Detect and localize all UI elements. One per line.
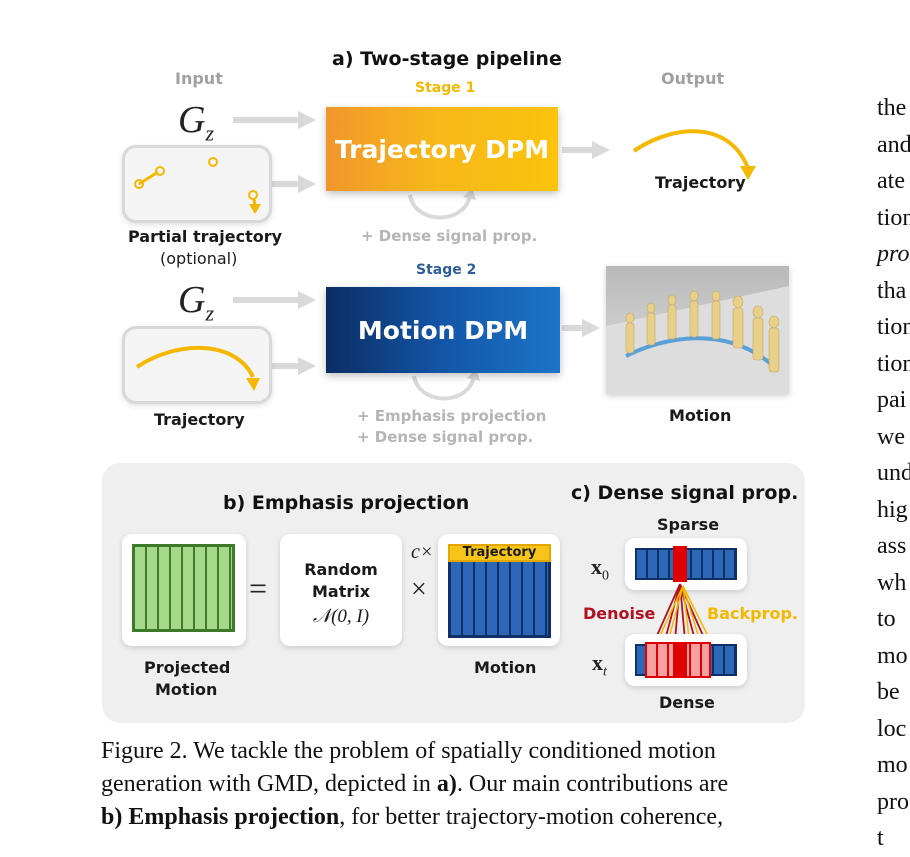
right-column-line: and	[877, 131, 910, 158]
sparse-card	[625, 538, 747, 590]
caption-line-3: b) Emphasis projection, for better traje…	[101, 804, 724, 830]
motion-figures	[606, 286, 789, 394]
arrow-gz2-to-motion-dpm	[233, 291, 316, 309]
right-column-line: t	[877, 825, 884, 851]
random-matrix-label-1: Random	[304, 560, 378, 579]
right-column-line: wh	[877, 569, 907, 596]
sparse-label: Sparse	[657, 515, 720, 534]
caption-line-2: generation with GMD, depicted in a). Our…	[101, 771, 729, 797]
right-column-line: ate	[877, 168, 905, 194]
output-trajectory-curve	[632, 129, 750, 169]
projected-motion-matrix	[132, 544, 235, 632]
motion-label-b: Motion	[474, 658, 537, 677]
trajectory-input-curve	[135, 345, 260, 391]
motion-output-image	[606, 266, 789, 394]
arrow-trajectory-dpm-to-output	[562, 141, 610, 159]
backprop-label: Backprop.	[707, 604, 798, 623]
right-column-line: pai	[877, 387, 907, 413]
right-column-line: we	[877, 423, 905, 450]
dense-signal-note-1: + Dense signal prop.	[361, 227, 538, 245]
dense-center	[673, 642, 687, 678]
motion-dpm-block: Motion DPM	[326, 287, 560, 373]
right-column-line: ass	[877, 533, 907, 559]
trajectory-output-label: Trajectory	[655, 173, 746, 192]
normal-distribution: 𝒩(0, I)	[312, 606, 370, 627]
figure-c-title: c) Dense signal prop.	[571, 482, 799, 504]
right-column-text: the and ate tion pro tha tion tion pai we und hig as…	[877, 90, 910, 857]
dense-label: Dense	[659, 693, 715, 712]
dense-signal-note-2: + Dense signal prop.	[357, 428, 534, 446]
output-label: Output	[661, 69, 725, 88]
right-column-line: tion	[877, 350, 910, 377]
motion-dpm-label: Motion DPM	[357, 315, 529, 345]
arrow-trajectory-to-motion-dpm	[272, 357, 316, 375]
stage1-label: Stage 1	[415, 80, 476, 96]
partial-trajectory-box	[122, 145, 272, 223]
projected-motion-card	[122, 534, 246, 646]
right-column-line: pro	[877, 241, 910, 267]
right-column-line: mo	[877, 752, 908, 778]
arrow-partial-to-trajectory-dpm	[272, 175, 316, 193]
projected-motion-label-2: Motion	[155, 680, 218, 699]
right-column-line: tion	[877, 314, 910, 340]
dense-card	[625, 634, 747, 686]
stage2-label: Stage 2	[416, 262, 477, 278]
sparse-highlight	[673, 546, 687, 582]
c-times-label: c×	[411, 541, 434, 563]
right-column-line: to	[877, 606, 896, 632]
random-matrix-card: Random Matrix 𝒩(0, I)	[280, 534, 402, 646]
right-column-line: be	[877, 679, 900, 705]
denoise-label: Denoise	[583, 604, 656, 623]
motion-matrix-card: Trajectory	[438, 534, 560, 646]
caption-line-1: Figure 2. We tackle the problem of spati…	[101, 738, 716, 764]
loop-arrow-2	[412, 375, 476, 401]
gz-symbol-2: Gz	[178, 279, 215, 326]
xt-label: xt	[592, 650, 607, 680]
projected-motion-label-1: Projected	[144, 658, 231, 677]
times-sign: ×	[411, 574, 427, 605]
right-column-line: pro	[877, 788, 909, 815]
figure-b-title: b) Emphasis projection	[223, 492, 470, 514]
right-column-line: hig	[877, 496, 908, 523]
right-column-line: tion	[877, 204, 910, 231]
arrow-motion-dpm-to-output	[562, 319, 600, 337]
partial-trajectory-label: Partial trajectory	[128, 227, 283, 246]
right-column-line: loc	[877, 715, 907, 742]
random-matrix-label-2: Matrix	[311, 582, 371, 601]
partial-trajectory-markers	[134, 157, 261, 214]
trajectory-dpm-block: Trajectory DPM	[326, 107, 558, 191]
equals-sign: =	[249, 570, 268, 606]
emphasis-projection-note: + Emphasis projection	[357, 407, 547, 425]
trajectory-input-label: Trajectory	[154, 410, 245, 429]
right-column-line: the	[877, 95, 907, 121]
input-label: Input	[175, 69, 223, 88]
right-column-line: tha	[877, 277, 907, 304]
trajectory-dpm-label: Trajectory DPM	[334, 134, 550, 164]
optional-label: (optional)	[160, 249, 238, 268]
x0-label: x0	[591, 554, 609, 584]
pipeline-arrows	[233, 111, 756, 401]
trajectory-input-box	[122, 326, 272, 404]
arrow-gz-to-trajectory-dpm	[233, 111, 316, 129]
gz-symbol-1: Gz	[178, 99, 215, 146]
right-column-line: und	[877, 460, 910, 486]
trajectory-bar: Trajectory	[448, 544, 551, 562]
right-column-line: mo	[877, 642, 908, 669]
loop-arrow-1	[408, 194, 472, 220]
motion-output-label: Motion	[669, 406, 732, 425]
figure-a-title: a) Two-stage pipeline	[332, 48, 562, 70]
